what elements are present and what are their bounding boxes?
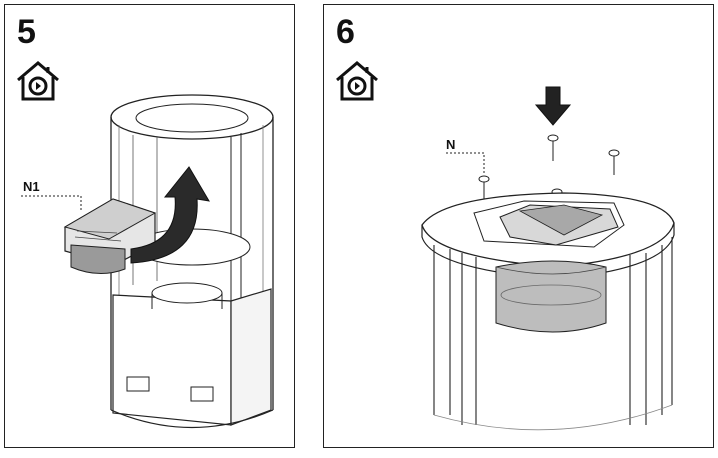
hood-plate-illustration [421, 86, 675, 431]
step-number: 5 [17, 13, 36, 51]
callout-label: N [446, 137, 456, 152]
step-6-panel: 6 N [323, 4, 714, 448]
step-number: 6 [336, 13, 355, 51]
callout-label: N1 [23, 179, 40, 194]
house-recirculation-icon [17, 61, 59, 101]
house-recirculation-icon [336, 61, 378, 101]
step-5-panel: 5 N1 [4, 4, 295, 448]
hood-chimney-illustration [21, 94, 274, 429]
